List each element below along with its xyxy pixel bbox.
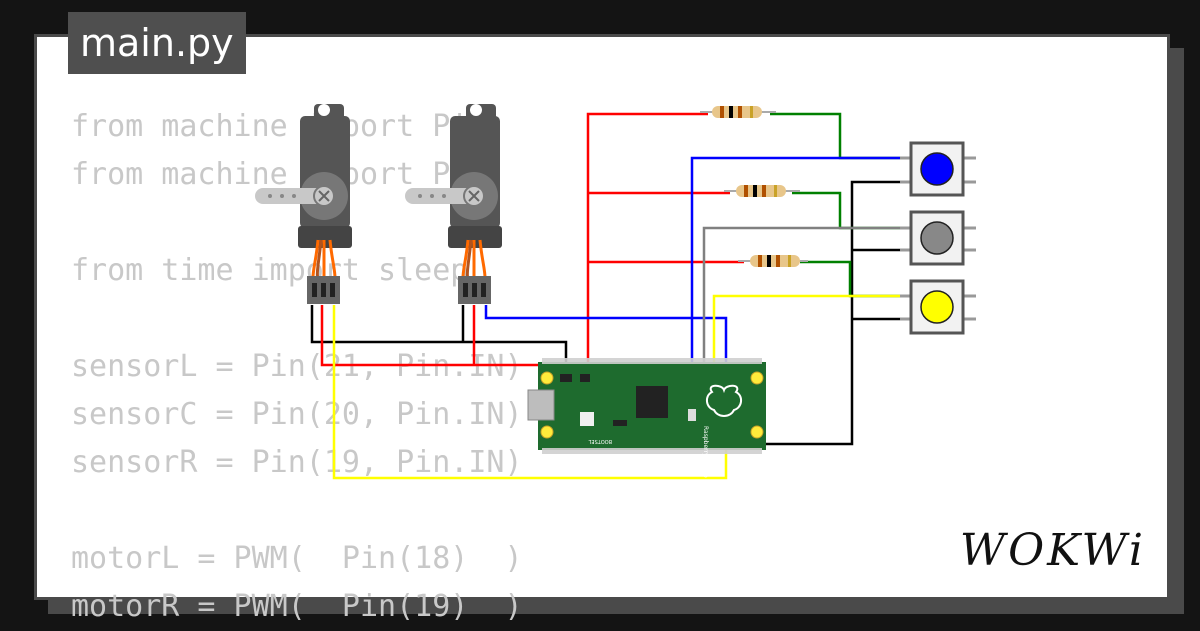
- wire-yellow: [332, 305, 728, 480]
- bootsel-label: BOOTSEL: [588, 438, 612, 444]
- wire-blue: [484, 305, 728, 364]
- servo-motor[interactable]: [405, 104, 502, 304]
- resistor[interactable]: [738, 255, 808, 267]
- resistor[interactable]: [724, 185, 800, 197]
- file-tab[interactable]: main.py: [68, 12, 246, 74]
- wokwi-logo[interactable]: WOKWi: [959, 525, 1146, 576]
- pico-board[interactable]: Raspberry Pi Pico © 2020 BOOTSEL: [527, 358, 766, 503]
- wire-black: [738, 180, 910, 446]
- pushbutton-blue[interactable]: [900, 141, 976, 197]
- code-line: sensorC = Pin(20, Pin.IN): [71, 397, 523, 432]
- resistor[interactable]: [700, 106, 776, 118]
- wire-green: [770, 112, 910, 160]
- pushbutton-gray[interactable]: [900, 210, 976, 266]
- wire-red: [320, 112, 708, 367]
- wire-gray: [702, 226, 900, 364]
- wire-black: [310, 305, 568, 362]
- code-line: motorL = PWM( Pin(18) ): [71, 541, 523, 576]
- servo-motor[interactable]: [255, 104, 352, 304]
- board-label: Raspberry Pi Pico © 2020: [702, 426, 709, 503]
- code-line: motorR = PWM( Pin(19) ): [71, 589, 523, 624]
- code-line: from time import sleep: [71, 253, 469, 288]
- code-line: sensorL = Pin(21, Pin.IN): [71, 349, 523, 384]
- wire-yellow: [712, 294, 900, 364]
- pushbutton-yellow[interactable]: [900, 279, 976, 335]
- code-line: sensorR = Pin(19, Pin.IN): [71, 445, 523, 480]
- wire-blue: [690, 156, 900, 364]
- wire-green: [800, 260, 910, 298]
